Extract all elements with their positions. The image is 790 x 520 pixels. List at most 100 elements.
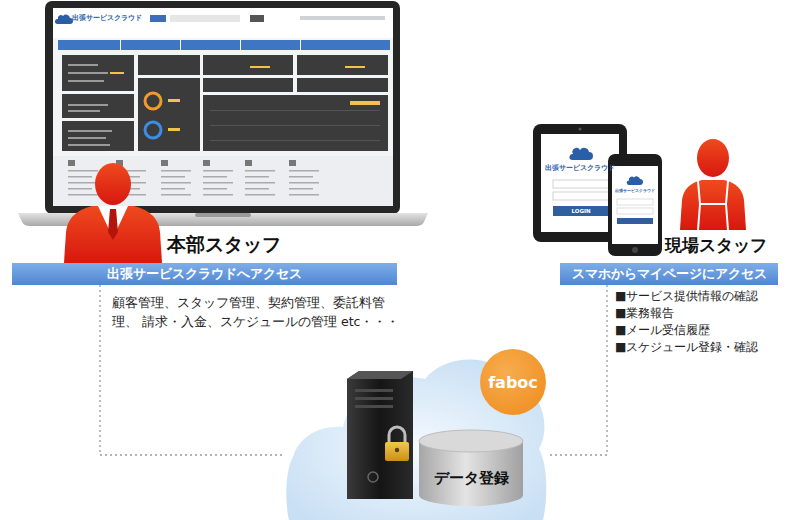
dashboard-screen-part (250, 66, 270, 68)
role-name: 本部スタッフ (167, 232, 281, 257)
dashboard-line (289, 188, 313, 190)
app-logo-text: 出張サービスクラウド (612, 188, 658, 194)
cloud-outline-part (347, 371, 413, 379)
phone-illustration-part (632, 247, 638, 253)
laptop-illustration-part (45, 1, 400, 214)
dotted-connector (100, 285, 285, 455)
cloud-outline-part (419, 430, 523, 452)
field-staff-figure-part (697, 139, 729, 177)
phone-illustration (608, 154, 662, 256)
cloud-outline-part (347, 371, 413, 499)
dashboard-screen-part (68, 130, 112, 132)
dashboard-screen-part (210, 110, 380, 111)
dashboard-screen-part (53, 156, 393, 206)
dashboard-screen-part (138, 78, 200, 151)
dashboard-screen-part (297, 55, 388, 75)
dashboard-screen (53, 8, 393, 206)
dashboard-line (68, 170, 98, 172)
tablet-illustration-part (553, 192, 609, 200)
dashboard-screen-part (68, 72, 108, 74)
dashboard-line (245, 188, 269, 190)
cloud-outline-part (395, 448, 399, 452)
dashboard-screen-part (240, 40, 241, 50)
app-logo-text: 出張サービスクラウド (72, 14, 142, 23)
dashboard-screen-part (300, 40, 301, 50)
feature-item: ■メール受信履歴 (615, 323, 710, 339)
dashboard-screen-part (297, 78, 388, 92)
dashboard-icon (203, 160, 210, 166)
dashboard-screen-part (62, 94, 134, 118)
dashboard-line (203, 170, 233, 172)
dashboard-line (68, 194, 98, 196)
dashboard-screen-part (250, 15, 264, 22)
dashboard-screen-part (58, 40, 390, 50)
dashboard-screen-part (170, 15, 240, 22)
dashboard-screen-part (68, 104, 108, 106)
access-band: 出張サービスクラウドへアクセス (12, 263, 397, 285)
dashboard-icon (245, 160, 252, 166)
dashboard-line (245, 170, 275, 172)
office-staff-figure-part (108, 209, 118, 240)
dashboard-screen-part (68, 137, 106, 139)
dashboard-screen-part (150, 15, 166, 22)
dotted-connector (547, 285, 607, 455)
field-staff-figure-part (698, 204, 728, 230)
dashboard-screen-part (138, 55, 200, 75)
feature-item: ■サービス提供情報の確認 (615, 289, 758, 305)
dashboard-screen-part (350, 101, 380, 105)
dashboard-line (68, 176, 92, 178)
brand-name: faboc (488, 373, 538, 392)
phone-illustration-part (627, 176, 643, 185)
dashboard-line (161, 194, 191, 196)
dashboard-screen-part (62, 55, 134, 91)
access-band: スマホからマイページにアクセス (560, 263, 778, 285)
dashboard-line (245, 182, 275, 184)
dashboard-screen-part (145, 122, 161, 138)
dashboard-icon (289, 160, 296, 166)
dashboard-screen-part (120, 40, 121, 50)
dashboard-screen-part (68, 144, 110, 146)
dashboard-line (203, 188, 227, 190)
role-name: 現場スタッフ (665, 234, 767, 256)
tablet-illustration-part (541, 134, 619, 232)
dashboard-screen-part (68, 110, 100, 112)
dashboard-screen-part (145, 93, 161, 109)
dashboard-line (68, 182, 98, 184)
cloud-outline-part (355, 405, 393, 408)
dashboard-screen-part (203, 55, 293, 75)
dashboard-screen-part (180, 40, 181, 50)
feature-item: ■業務報告 (615, 306, 674, 322)
dashboard-screen-part (210, 140, 380, 141)
dashboard-line (161, 188, 185, 190)
cloud-outline-part (389, 427, 405, 443)
cloud-outline-part (355, 389, 393, 392)
button-text: LOGIN (553, 206, 609, 216)
dashboard-line (161, 176, 185, 178)
dashboard-line (161, 170, 191, 172)
dashboard-line (203, 176, 227, 178)
brand-badge: faboc (480, 349, 546, 415)
dashboard-screen-part (62, 121, 134, 151)
dashboard-icon (161, 160, 168, 166)
dashboard-line (289, 176, 313, 178)
phone-illustration-part (617, 199, 653, 205)
tablet-illustration-part (569, 148, 593, 160)
tablet-illustration-part (553, 180, 609, 188)
dashboard-screen-part (68, 64, 98, 66)
dashboard-screen-part (168, 128, 180, 131)
tablet-illustration-part (579, 128, 582, 131)
dashboard-screen-part (55, 15, 73, 24)
dashboard-line (161, 182, 191, 184)
dashboard-screen-part (203, 95, 388, 151)
app-logo-text: 出張サービスクラウド (541, 164, 619, 173)
office-staff-figure-part (64, 206, 162, 263)
dashboard-screen-part (210, 125, 380, 126)
tablet-illustration-part (553, 206, 609, 216)
dashboard-screen-part (68, 80, 104, 82)
dashboard-line (289, 170, 319, 172)
dashboard-icon (68, 160, 75, 166)
phone-illustration-part (617, 218, 653, 224)
dashboard-line (203, 194, 233, 196)
storage-label: データ登録 (417, 469, 525, 488)
